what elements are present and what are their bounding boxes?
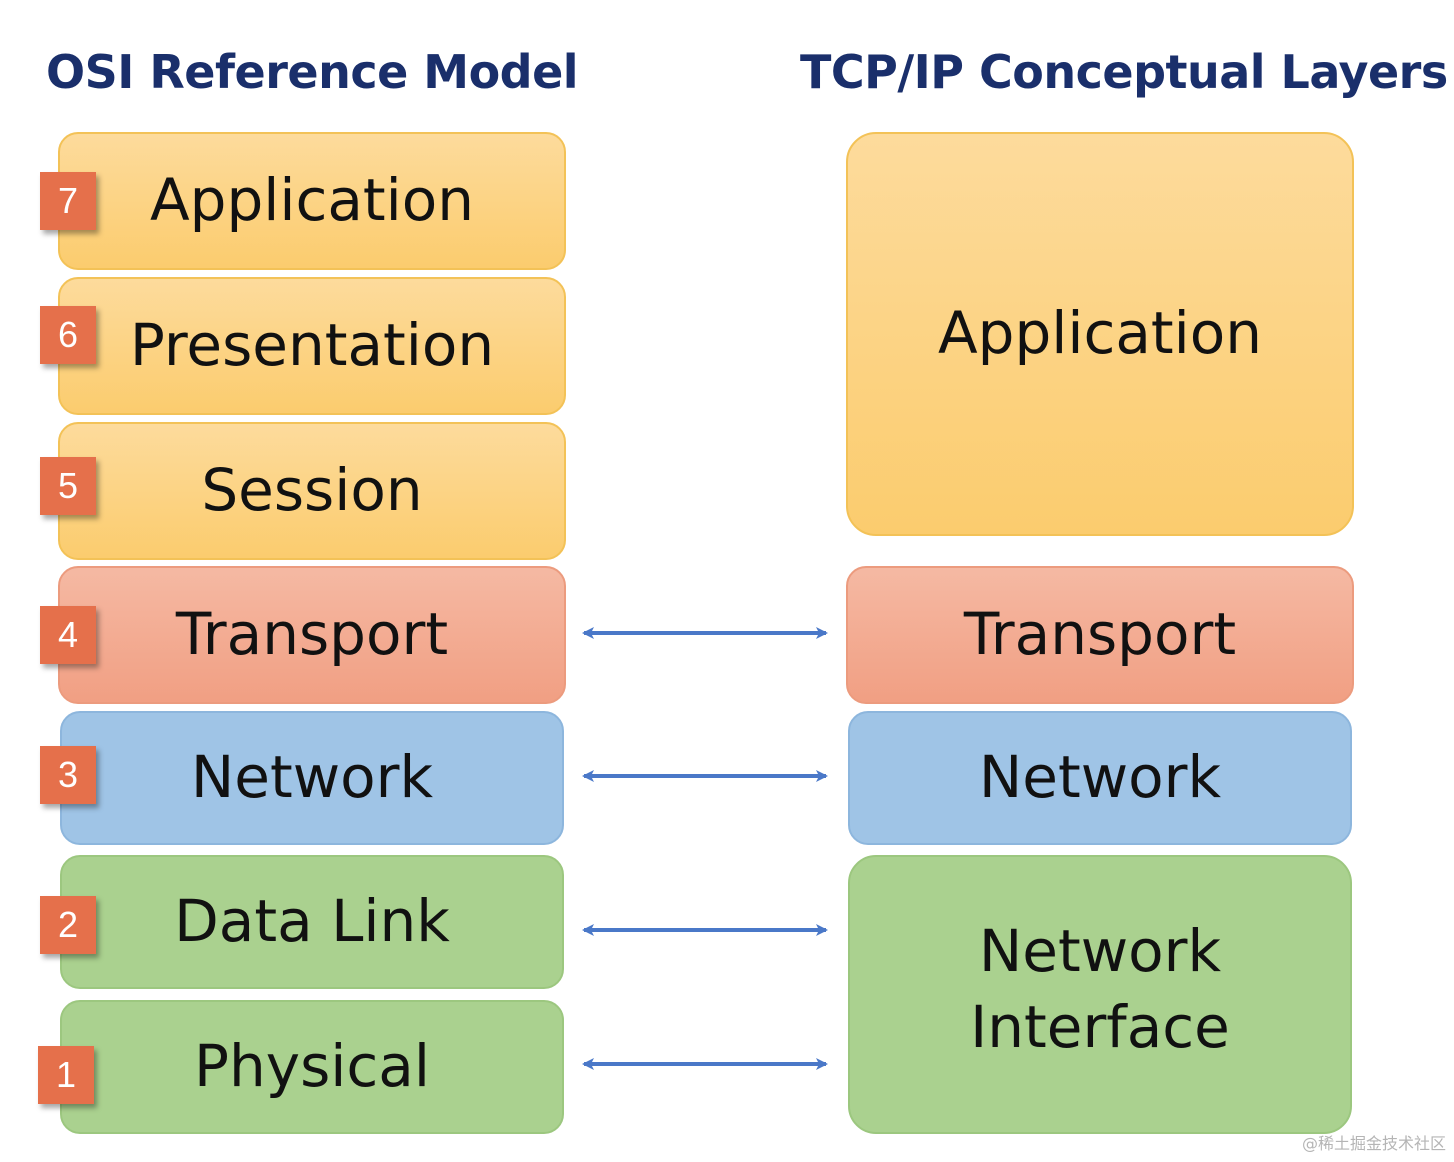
osi-layer-label: Session [201,456,423,525]
osi-layer-label: Network [190,743,434,812]
osi-layer-physical: Physical [60,1000,564,1134]
layer-number-badge: 4 [40,606,96,664]
osi-heading: OSI Reference Model [46,45,579,99]
watermark: @稀土掘金技术社区 [1301,1134,1446,1153]
osi-layer-label: Presentation [129,311,495,380]
layer-number-badge: 1 [38,1046,94,1104]
layer-number-badge: 3 [40,746,96,804]
tcpip-layer-label: Network Interface [970,917,1230,1061]
osi-layer-label: Data Link [174,887,450,956]
layer-number-badge: 7 [40,172,96,230]
osi-layer-label: Application [149,166,475,235]
layer-number-badge: 5 [40,457,96,515]
tcpip-layer-label: Network [978,743,1222,812]
osi-layer-session: Session [58,422,566,560]
osi-layer-label: Physical [194,1032,430,1101]
tcpip-heading: TCP/IP Conceptual Layers [800,45,1448,99]
tcpip-layer-application: Application [846,132,1354,536]
tcpip-layer-label: Transport [963,600,1237,669]
osi-layer-network: Network [60,711,564,845]
osi-layer-application: Application [58,132,566,270]
osi-layer-presentation: Presentation [58,277,566,415]
layer-number-badge: 6 [40,306,96,364]
tcpip-layer-network: Network [848,711,1352,845]
tcpip-layer-label: Application [937,299,1263,368]
tcpip-layer-transport: Transport [846,566,1354,704]
tcpip-layer-network-interface: Network Interface [848,855,1352,1134]
osi-layer-transport: Transport [58,566,566,704]
osi-layer-data-link: Data Link [60,855,564,989]
osi-layer-label: Transport [175,600,449,669]
layer-number-badge: 2 [40,896,96,954]
